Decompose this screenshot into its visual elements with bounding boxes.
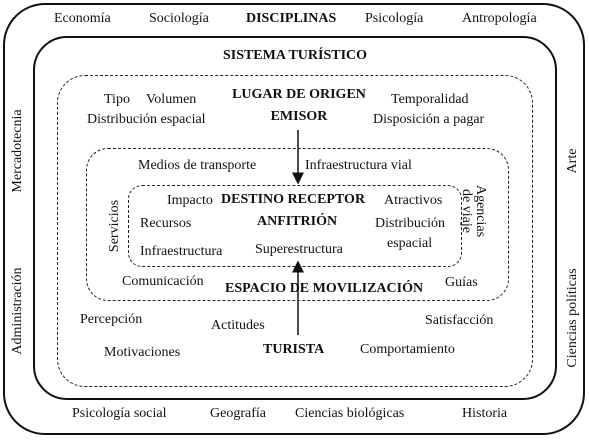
lugar-origen-frame	[57, 75, 533, 387]
disciplina-arte: Arte	[565, 148, 580, 174]
destino-infraestructura: Infraestructura	[140, 244, 223, 259]
origen-distribucion-espacial: Distribución espacial	[87, 112, 206, 127]
disciplina-sociologia: Sociología	[149, 11, 209, 26]
destino-title-line2: ANFITRIÓN	[257, 214, 338, 229]
turista-actitudes: Actitudes	[211, 318, 265, 333]
origen-temporalidad: Temporalidad	[391, 92, 469, 107]
origen-disposicion-a-pagar: Disposición a pagar	[373, 112, 485, 127]
destino-title-line1: DESTINO RECEPTOR	[221, 192, 366, 207]
disciplina-ciencias-biologicas: Ciencias biológicas	[295, 406, 405, 421]
espacio-agencias-line1: Agencias	[473, 184, 488, 238]
destino-distribucion: Distribución	[375, 216, 445, 231]
disciplina-mercadotecnia: Mercadotecnia	[10, 109, 25, 193]
origen-volumen: Volumen	[146, 92, 197, 107]
turista-title: TURISTA	[263, 342, 325, 357]
espacio-medios-de-transporte: Medios de transporte	[138, 158, 257, 173]
espacio-movilizacion-title: ESPACIO DE MOVILIZACIÓN	[225, 281, 424, 296]
espacio-comunicacion: Comunicación	[122, 274, 204, 289]
destino-espacial: espacial	[387, 236, 433, 251]
destino-recursos: Recursos	[140, 216, 192, 231]
disciplinas-frame	[3, 3, 585, 435]
disciplina-geografia: Geografía	[210, 406, 266, 421]
destino-superestructura: Superestructura	[255, 242, 343, 257]
lugar-origen-title-line1: LUGAR DE ORIGEN	[232, 87, 366, 102]
espacio-guias: Guías	[445, 275, 478, 290]
turista-percepcion: Percepción	[80, 312, 143, 327]
turista-motivaciones: Motivaciones	[104, 345, 181, 360]
disciplina-administracion: Administración	[10, 267, 25, 355]
destino-impacto: Impacto	[167, 193, 213, 208]
destino-atractivos: Atractivos	[384, 193, 443, 208]
disciplina-economia: Economía	[54, 11, 111, 26]
disciplina-ciencias-politicas: Ciencias políticas	[565, 268, 580, 368]
disciplina-historia: Historia	[462, 406, 508, 421]
disciplinas-title: DISCIPLINAS	[246, 11, 337, 26]
espacio-infraestructura-vial: Infraestructura vial	[305, 158, 412, 173]
sistema-turistico-title: SISTEMA TURÍSTICO	[222, 48, 368, 63]
disciplina-psicologia: Psicología	[365, 11, 424, 26]
espacio-agencias-line2: de viaje	[459, 189, 474, 233]
turista-comportamiento: Comportamiento	[360, 342, 455, 357]
lugar-origen-title-line2: EMISOR	[270, 109, 328, 124]
disciplina-psicologia-social: Psicología social	[72, 406, 167, 421]
origen-tipo: Tipo	[104, 92, 130, 107]
turista-satisfaccion: Satisfacción	[425, 313, 494, 328]
espacio-servicios: Servicios	[107, 199, 122, 253]
sistema-turistico-frame	[33, 36, 557, 400]
disciplina-antropologia: Antropología	[462, 11, 537, 26]
